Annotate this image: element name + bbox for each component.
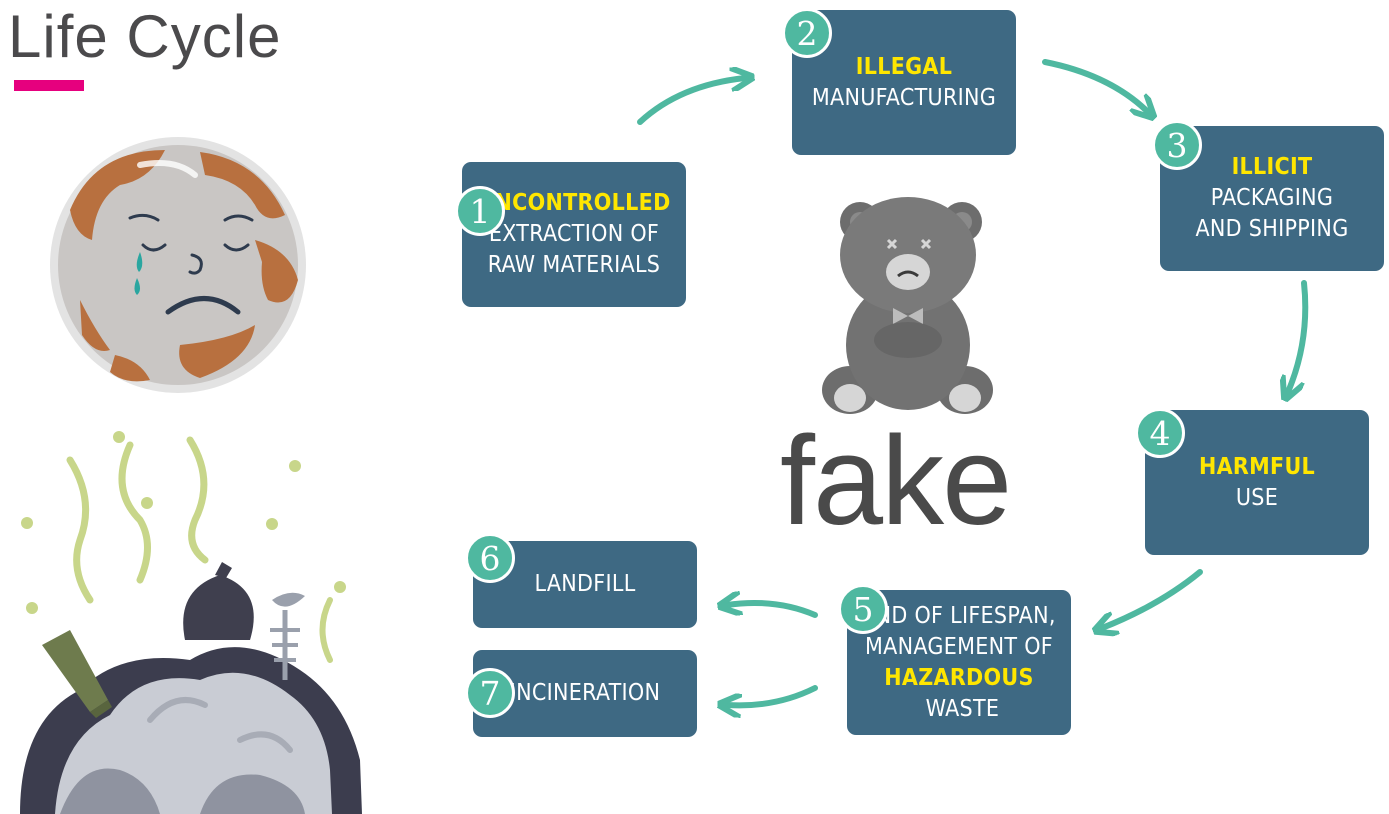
step-1-highlight: UNCONTROLLED (477, 190, 671, 216)
cycle-arrows (637, 59, 1309, 705)
step-3-highlight: ILLICIT (1231, 154, 1313, 180)
step-5-line3: HAZARDOUS WASTE (847, 663, 1071, 725)
title-accent-bar (14, 80, 84, 91)
arrow-5-to-7 (727, 685, 818, 705)
step-5-highlight: HAZARDOUS (884, 664, 1034, 691)
step-1-line2: RAW MATERIALS (487, 252, 661, 278)
step-3-line1: PACKAGING (1210, 185, 1334, 211)
sad-earth-illustration (50, 137, 306, 393)
arrow-1-to-2 (637, 78, 745, 125)
step-6-line1: LANDFILL (534, 571, 636, 597)
step-5-number-badge: 5 (838, 584, 888, 634)
arrow-5-to-6 (727, 603, 818, 618)
step-1-box: UNCONTROLLED EXTRACTION OF RAW MATERIALS (462, 162, 686, 307)
step-2-highlight: ILLEGAL (855, 53, 953, 80)
fake-wordmark: fake (780, 410, 1012, 551)
sad-teddy-bear-illustration (822, 197, 993, 414)
arrow-3-to-4 (1288, 280, 1309, 392)
step-1-number-badge: 1 (455, 186, 505, 236)
step-4-number-badge: 4 (1135, 408, 1185, 458)
step-4-highlight: HARMFUL (1198, 453, 1316, 480)
step-2-number-badge: 2 (782, 8, 832, 58)
step-1-line1: EXTRACTION OF (488, 221, 660, 247)
step-5-line1: END OF LIFESPAN, (862, 602, 1056, 629)
step-6-number-badge: 6 (465, 533, 515, 583)
arrow-2-to-3 (1042, 59, 1148, 112)
arrow-4-to-5 (1102, 569, 1203, 628)
step-3-number-badge: 3 (1152, 120, 1202, 170)
step-7-number-badge: 7 (465, 668, 515, 718)
page-title: Life Cycle (8, 3, 282, 70)
step-5-line2: MANAGEMENT OF (864, 633, 1054, 660)
step-4-line1: USE (1235, 484, 1279, 511)
step-3-line2: AND SHIPPING (1195, 216, 1349, 242)
garbage-pile-illustration (20, 431, 362, 814)
step-7-line1: INCINERATION (509, 680, 661, 706)
step-2-line1: MANUFACTURING (811, 84, 997, 111)
step-5-line3-tail: WASTE (918, 695, 1000, 722)
